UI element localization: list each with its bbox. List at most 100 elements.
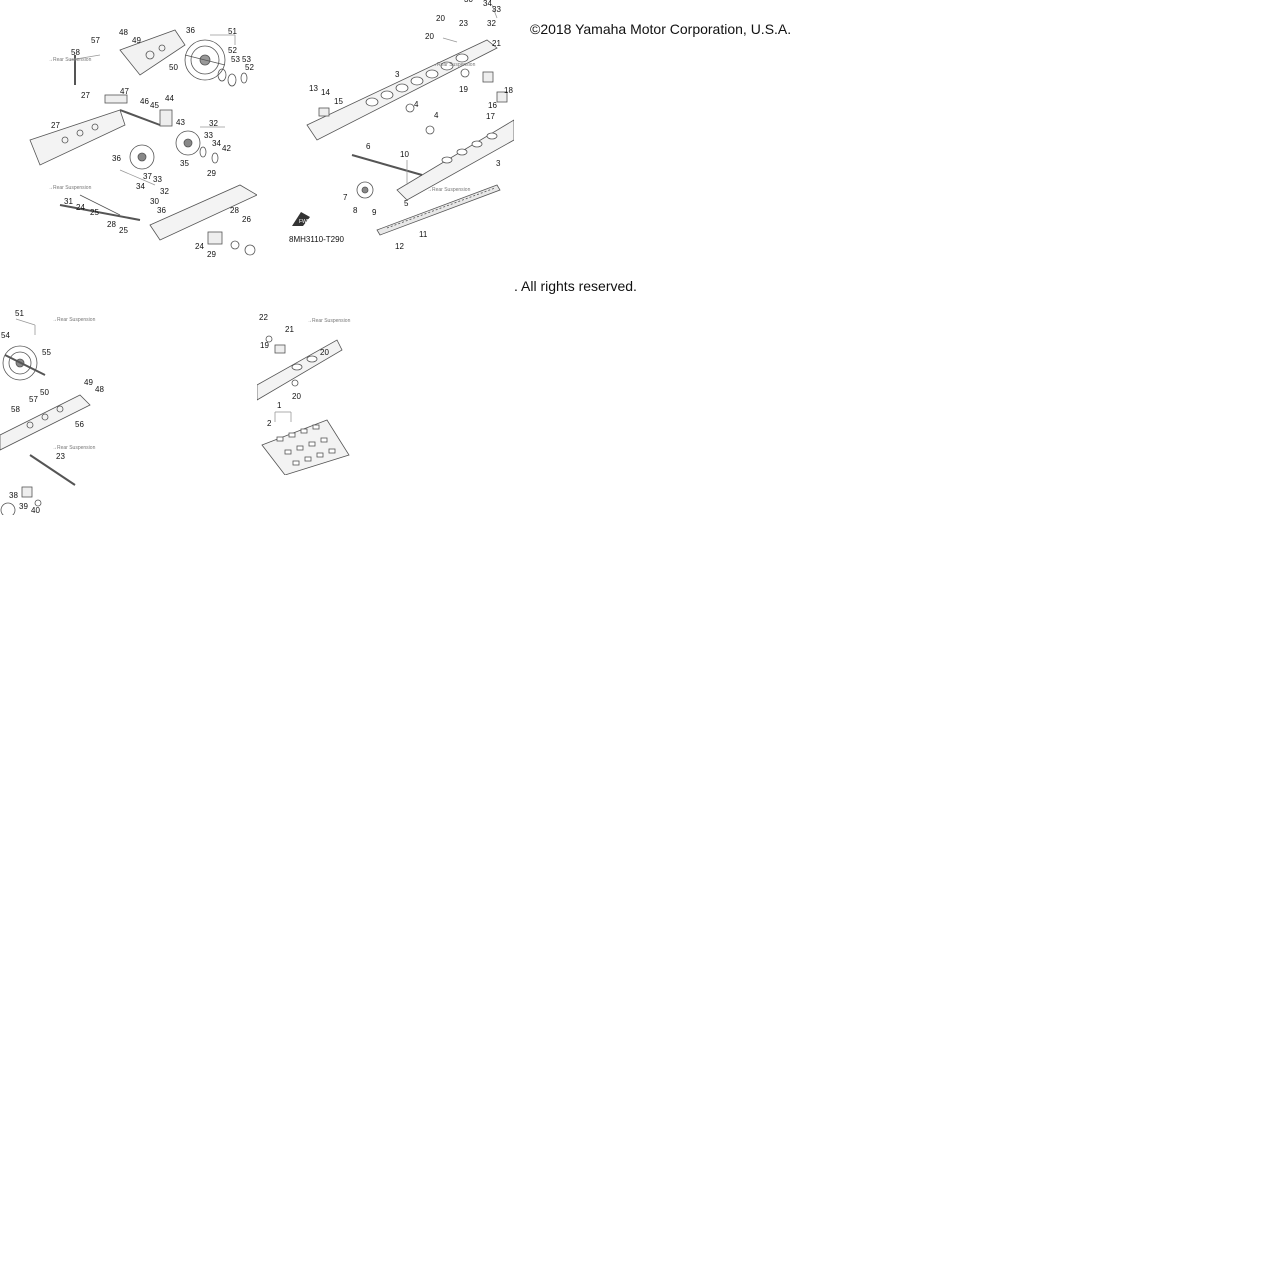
callout: 52 bbox=[228, 46, 237, 55]
callout: 58 bbox=[71, 48, 80, 57]
callout: 6 bbox=[366, 142, 371, 151]
callout: 40 bbox=[31, 506, 40, 515]
callout: 57 bbox=[29, 395, 38, 404]
callout: 23 bbox=[56, 452, 65, 461]
callout: 29 bbox=[207, 250, 216, 258]
rail-note: →Rear Suspension bbox=[307, 318, 351, 324]
callout: 3 bbox=[395, 70, 400, 79]
callout: 32 bbox=[487, 19, 496, 28]
callout: 39 bbox=[19, 502, 28, 511]
callout: 34 bbox=[483, 0, 492, 8]
callout: 27 bbox=[81, 91, 90, 100]
callout: 24 bbox=[195, 242, 204, 251]
slide-rail-drawing bbox=[306, 4, 514, 236]
diagram-tile-top-left: →Rear Suspension →Rear Suspension 48 36 … bbox=[0, 0, 257, 257]
rights-text: . All rights reserved. bbox=[514, 278, 637, 294]
callout: 12 bbox=[395, 242, 404, 251]
callout: 26 bbox=[242, 215, 251, 224]
diagram-tile-bottom-left: →Rear Suspension →Rear Suspension 51 54 … bbox=[0, 305, 110, 515]
callout: 54 bbox=[1, 331, 10, 340]
callout: 20 bbox=[320, 348, 329, 357]
callout: 33 bbox=[204, 131, 213, 140]
callout: 49 bbox=[84, 378, 93, 387]
callout: 48 bbox=[95, 385, 104, 394]
rail-note: →Rear Suspension bbox=[52, 317, 96, 323]
callout: 21 bbox=[492, 39, 501, 48]
callout: 37 bbox=[143, 172, 152, 181]
callout: 21 bbox=[285, 325, 294, 334]
callout: 8 bbox=[353, 206, 358, 215]
callout: 43 bbox=[176, 118, 185, 127]
callout: 47 bbox=[120, 87, 129, 96]
callout: 29 bbox=[207, 169, 216, 178]
callout: 20 bbox=[425, 32, 434, 41]
callout: 17 bbox=[486, 112, 495, 121]
callout: 30 bbox=[464, 0, 473, 4]
callout: 51 bbox=[228, 27, 237, 36]
callout: 53 bbox=[231, 55, 240, 64]
copyright-text: ©2018 Yamaha Motor Corporation, U.S.A. bbox=[530, 21, 792, 37]
callout: 44 bbox=[165, 94, 174, 103]
rail-note: →Rear Suspension bbox=[427, 187, 471, 193]
callout: 4 bbox=[434, 111, 439, 120]
rail-note: →Rear Suspension bbox=[52, 445, 96, 451]
callout: 50 bbox=[40, 388, 49, 397]
callout: 53 bbox=[242, 55, 251, 64]
callout: 25 bbox=[119, 226, 128, 235]
callout: 36 bbox=[112, 154, 121, 163]
callout: 33 bbox=[492, 5, 501, 14]
callout: 20 bbox=[436, 14, 445, 23]
callout: 32 bbox=[209, 119, 218, 128]
callout: 28 bbox=[107, 220, 116, 229]
rail-note: →Rear Suspension bbox=[432, 62, 476, 68]
callout: 45 bbox=[150, 101, 159, 110]
callout: 28 bbox=[230, 206, 239, 215]
callout: 32 bbox=[160, 187, 169, 196]
callout: 30 bbox=[150, 197, 159, 206]
diagram-code: 8MH3110-T290 bbox=[289, 235, 344, 244]
callout: 22 bbox=[259, 313, 268, 322]
rail-note: →Rear Suspension bbox=[48, 57, 92, 63]
callout: 18 bbox=[504, 86, 513, 95]
callout: 24 bbox=[76, 203, 85, 212]
rear-idler-drawing bbox=[0, 318, 91, 515]
callout: 20 bbox=[292, 392, 301, 401]
rear-suspension-drawing bbox=[29, 29, 257, 256]
callout: 16 bbox=[488, 101, 497, 110]
callout: 13 bbox=[309, 84, 318, 93]
callout: 3 bbox=[496, 159, 501, 168]
callout: 4 bbox=[414, 100, 419, 109]
callout: 48 bbox=[119, 28, 128, 37]
callout: 14 bbox=[321, 88, 330, 97]
callout: 51 bbox=[15, 309, 24, 318]
callout: 9 bbox=[372, 208, 377, 217]
callout: 57 bbox=[91, 36, 100, 45]
callout: 36 bbox=[157, 206, 166, 215]
diagram-tile-bottom-mid: →Rear Suspension 22 21 19 20 20 1 2 bbox=[257, 305, 352, 475]
callout: 49 bbox=[132, 36, 141, 45]
callout: 10 bbox=[400, 150, 409, 159]
callout: 55 bbox=[42, 348, 51, 357]
callout: 19 bbox=[260, 341, 269, 350]
callout: 31 bbox=[64, 197, 73, 206]
callout: 50 bbox=[169, 63, 178, 72]
fwd-arrow-icon: FWD bbox=[292, 212, 311, 226]
callout: 19 bbox=[459, 85, 468, 94]
callout: 34 bbox=[136, 182, 145, 191]
callout: 23 bbox=[459, 19, 468, 28]
callout: 52 bbox=[245, 63, 254, 72]
rail-note: →Rear Suspension bbox=[48, 185, 92, 191]
callout: 34 bbox=[212, 139, 221, 148]
callout: 46 bbox=[140, 97, 149, 106]
callout: 1 bbox=[277, 401, 282, 410]
callout: 27 bbox=[51, 121, 60, 130]
callout: 56 bbox=[75, 420, 84, 429]
fwd-label: FWD bbox=[299, 219, 311, 225]
callout: 58 bbox=[11, 405, 20, 414]
callout: 25 bbox=[90, 208, 99, 217]
callout: 11 bbox=[419, 230, 428, 239]
callout: 38 bbox=[9, 491, 18, 500]
callout: 15 bbox=[334, 97, 343, 106]
callout: 36 bbox=[186, 26, 195, 35]
callout: 35 bbox=[180, 159, 189, 168]
